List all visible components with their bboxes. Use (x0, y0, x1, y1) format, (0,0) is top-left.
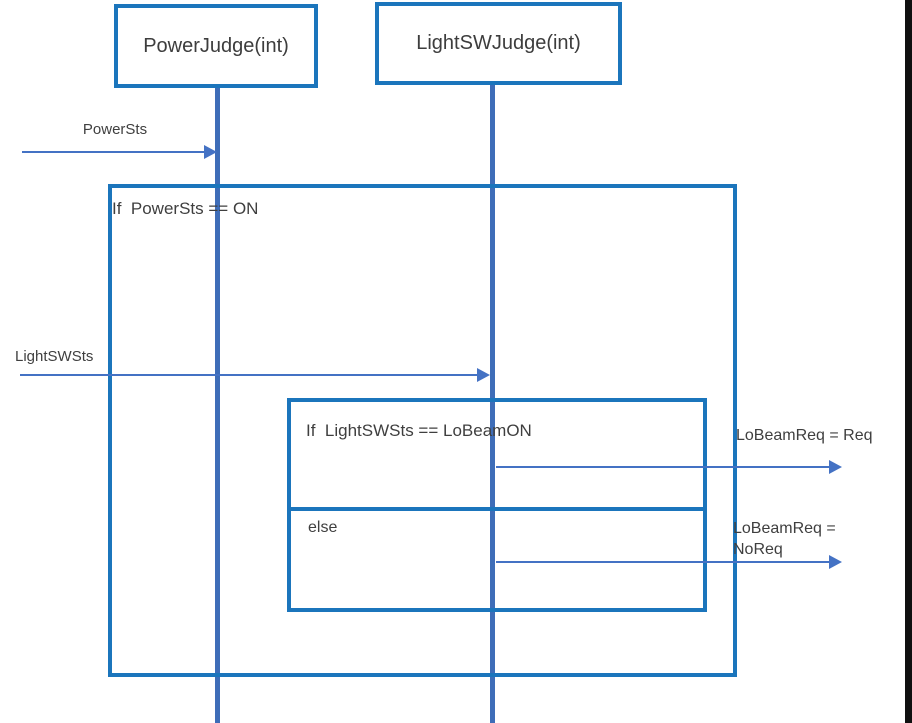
arrowhead-lightswsts-icon (477, 368, 490, 382)
actor-box-lightswjudge: LightSWJudge(int) (375, 2, 622, 85)
message-arrow-lobeamreq-noreq (496, 561, 830, 563)
message-label-lobeamreq-noreq: LoBeamReq = NoReq (733, 520, 836, 558)
message-label-lobeamreq-req: LoBeamReq = Req (736, 427, 873, 444)
message-arrow-powersts (22, 151, 205, 153)
fragment-inner-else-label: else (308, 519, 338, 536)
message-arrow-lightswsts (20, 374, 478, 376)
message-label-lightswsts: LightSWSts (15, 348, 94, 365)
fragment-inner-condition: If LightSWSts == LoBeamON (306, 421, 532, 440)
lifeline-powerjudge (215, 88, 220, 723)
arrowhead-lobeamreq-noreq-icon (829, 555, 842, 569)
screen-edge-strip (905, 0, 912, 723)
fragment-outer-condition: If PowerSts == ON (112, 199, 259, 218)
actor-box-powerjudge: PowerJudge(int) (114, 4, 318, 88)
message-label-powersts: PowerSts (82, 121, 148, 138)
lifeline-lightswjudge (490, 84, 495, 723)
fragment-inner-divider (291, 507, 703, 511)
fragment-inner-if-lightswsts (287, 398, 707, 612)
actor-label-powerjudge: PowerJudge(int) (143, 34, 289, 57)
arrowhead-lobeamreq-req-icon (829, 460, 842, 474)
actor-label-lightswjudge: LightSWJudge(int) (416, 32, 581, 54)
arrowhead-powersts-icon (204, 145, 217, 159)
message-arrow-lobeamreq-req (496, 466, 830, 468)
fragment-outer-if-powersts (108, 184, 737, 677)
